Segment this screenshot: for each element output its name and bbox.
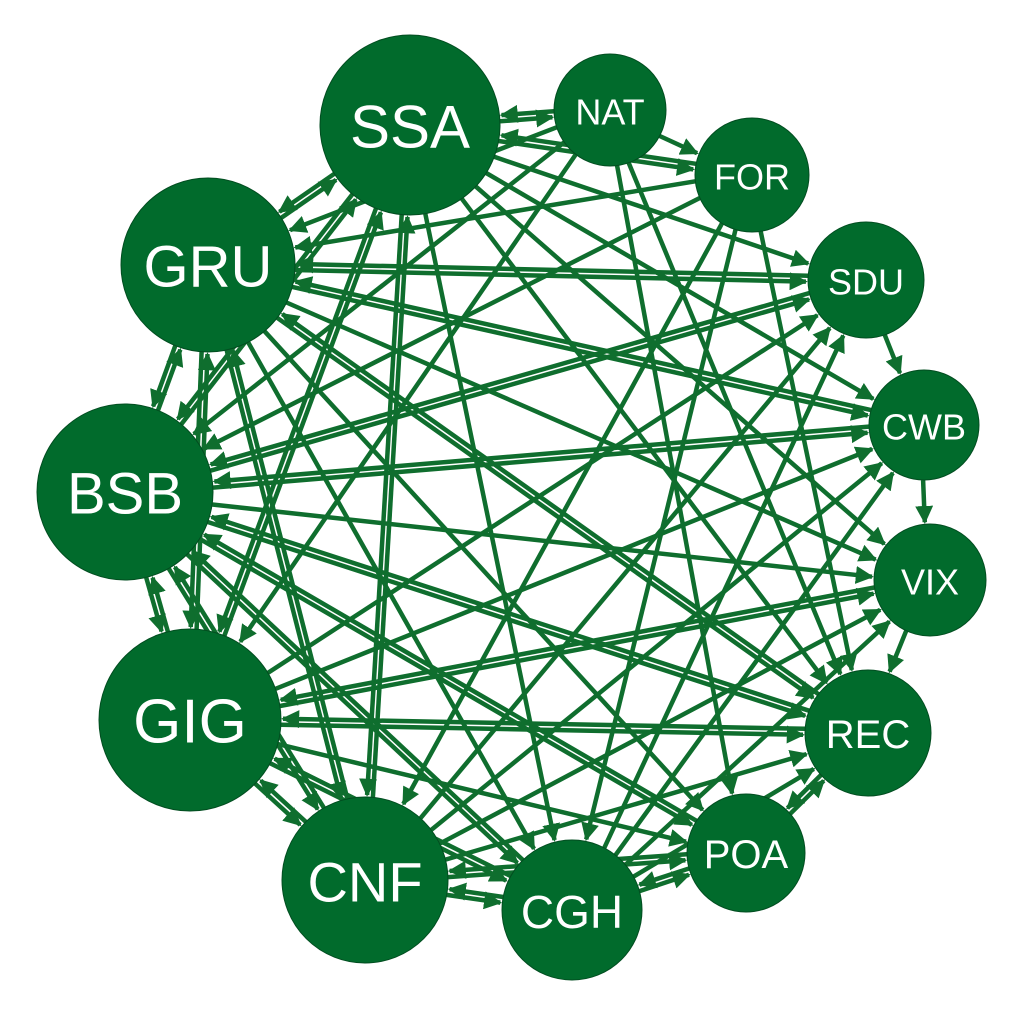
edge-gig-bsb xyxy=(148,575,171,633)
node-label-cnf: CNF xyxy=(307,851,422,914)
node-bsb[interactable]: BSB xyxy=(36,403,214,581)
edge-bsb-poa xyxy=(198,536,694,827)
edge-rec-bsb xyxy=(209,513,810,713)
edge-sdu-bsb xyxy=(208,290,811,469)
edge-cgh-poa xyxy=(638,871,691,894)
node-cwb[interactable]: CWB xyxy=(868,369,980,481)
node-circle-vix xyxy=(873,523,987,637)
edge-ssa-nat xyxy=(499,109,555,128)
edge-sdu-cwb xyxy=(882,334,903,375)
node-circle-ssa xyxy=(319,34,501,216)
edge-gig-sdu xyxy=(266,313,819,675)
node-cnf[interactable]: CNF xyxy=(281,796,449,964)
node-circle-cnf xyxy=(281,796,449,964)
edge-nat-gig xyxy=(238,153,578,644)
node-cgh[interactable]: CGH xyxy=(501,839,643,981)
node-label-gru: GRU xyxy=(144,235,273,300)
node-label-sdu: SDU xyxy=(828,262,904,303)
edge-nat-rec xyxy=(626,162,843,676)
node-circle-sdu xyxy=(807,221,925,339)
edge-gig-rec xyxy=(280,722,805,744)
edge-nat-for xyxy=(658,133,699,156)
edge-cgh-vix xyxy=(623,619,891,867)
edges-layer xyxy=(144,104,934,910)
edge-nat-bsb xyxy=(192,140,566,436)
edge-cnf-gig xyxy=(259,778,308,824)
node-rec[interactable]: REC xyxy=(804,669,932,797)
node-circle-cwb xyxy=(868,369,980,481)
edge-bsb-sdu xyxy=(209,295,811,473)
edge-cwb-bsb xyxy=(212,424,870,490)
node-label-cgh: CGH xyxy=(521,886,623,938)
edge-nat-ssa xyxy=(499,104,555,123)
node-label-for: FOR xyxy=(714,157,790,198)
edge-rec-gig xyxy=(281,710,806,732)
edge-gru-ssa xyxy=(279,178,338,220)
edge-poa-bsb xyxy=(202,532,698,823)
edge-rec-poa xyxy=(785,773,823,810)
node-circle-cgh xyxy=(501,839,643,981)
edge-for-gru xyxy=(293,179,696,254)
edge-bsb-gru xyxy=(155,347,184,412)
edge-rec-gru xyxy=(280,312,820,696)
edge-cnf-cwb xyxy=(429,461,884,832)
node-label-rec: REC xyxy=(826,713,910,757)
edge-gru-cgh xyxy=(246,341,536,851)
edge-ssa-sdu xyxy=(493,154,810,267)
node-circle-poa xyxy=(686,793,806,913)
edge-bsb-rec xyxy=(207,519,807,720)
edge-gig-vix xyxy=(279,587,876,709)
edge-gig-ssa xyxy=(222,210,384,637)
edge-bsb-cgh xyxy=(185,552,519,865)
edge-poa-cgh xyxy=(637,866,690,889)
edge-vix-rec xyxy=(887,629,909,674)
node-circle-for xyxy=(694,117,810,233)
edge-cwb-vix xyxy=(915,480,934,524)
node-circle-nat xyxy=(553,53,667,167)
edge-cgh-cwb xyxy=(613,471,895,857)
edge-cwb-gru xyxy=(293,276,872,413)
edge-cnf-ssa xyxy=(370,215,416,798)
nodes-layer: SSA NAT FOR SDU CWB VIX REC POA CGH CNF GIG BSB GRU xyxy=(36,34,987,981)
node-ssa[interactable]: SSA xyxy=(319,34,501,216)
edge-gig-cnf xyxy=(253,781,302,827)
node-label-vix: VIX xyxy=(901,562,959,603)
edge-ssa-rec xyxy=(460,197,829,685)
edge-cnf-sdu xyxy=(418,326,832,820)
edge-bsb-vix xyxy=(211,502,874,584)
node-label-poa: POA xyxy=(704,833,789,877)
node-circle-rec xyxy=(804,669,932,797)
edge-cnf-rec xyxy=(444,750,809,862)
edge-gru-sdu xyxy=(294,267,808,291)
node-circle-gru xyxy=(120,177,296,353)
edge-bsb-cwb xyxy=(212,425,870,490)
edge-cgh-bsb xyxy=(191,549,525,862)
node-sdu[interactable]: SDU xyxy=(807,221,925,339)
node-gru[interactable]: GRU xyxy=(120,177,296,353)
node-circle-gig xyxy=(98,628,282,812)
edge-gru-rec xyxy=(275,315,815,700)
node-poa[interactable]: POA xyxy=(686,793,806,913)
edge-cgh-sdu xyxy=(602,333,846,849)
node-label-bsb: BSB xyxy=(67,462,183,527)
node-for[interactable]: FOR xyxy=(694,117,810,233)
edge-sdu-gru xyxy=(295,255,809,278)
edge-gig-poa xyxy=(277,741,688,847)
node-label-cwb: CWB xyxy=(882,407,966,448)
node-circle-bsb xyxy=(36,403,214,581)
edge-ssa-gru xyxy=(277,171,336,214)
node-label-nat: NAT xyxy=(575,92,644,133)
node-nat[interactable]: NAT xyxy=(553,53,667,167)
edge-cgh-cnf xyxy=(447,882,504,901)
edge-gru-vix xyxy=(285,300,878,562)
node-vix[interactable]: VIX xyxy=(873,523,987,637)
node-label-ssa: SSA xyxy=(350,94,470,161)
node-gig[interactable]: GIG xyxy=(98,628,282,812)
node-label-gig: GIG xyxy=(133,688,247,757)
edge-vix-gig xyxy=(279,585,875,706)
